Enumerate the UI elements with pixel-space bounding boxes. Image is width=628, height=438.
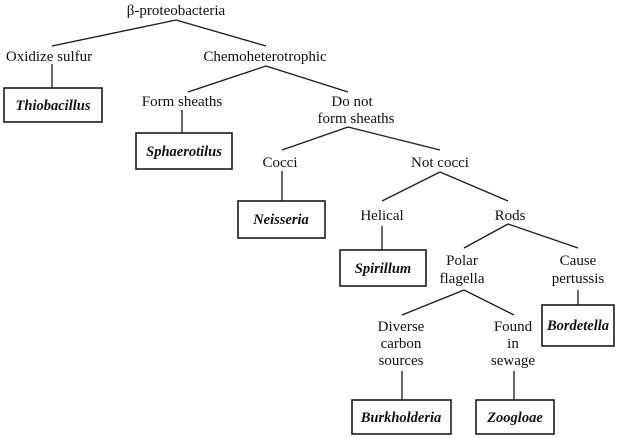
genus-burkholderia: Burkholderia (360, 410, 442, 426)
box-thiobacillus (3, 87, 103, 123)
edge-polar-diverse-carbon (401, 289, 465, 316)
genus-sphaerotilus: Sphaerotilus (146, 144, 222, 160)
edge-not-cocci-helical (381, 171, 441, 202)
genus-zoogloae: Zoogloae (486, 410, 543, 426)
node-polar-flagella-line1: Polar (446, 253, 478, 269)
genus-thiobacillus: Thiobacillus (16, 98, 91, 114)
node-found-in-sewage-line3: sewage (491, 353, 535, 369)
node-labels: β-proteobacteria Oxidize sulfur Chemohet… (6, 3, 605, 369)
node-diverse-carbon-line1: Diverse (378, 319, 425, 335)
node-rods: Rods (495, 208, 526, 224)
edge-do-not-cocci (281, 126, 349, 151)
node-chemoheterotrophic: Chemoheterotrophic (203, 49, 327, 65)
edge-rods-cause-pertussis (507, 223, 579, 249)
node-oxidize-sulfur: Oxidize sulfur (6, 49, 92, 65)
node-found-in-sewage-line1: Found (494, 319, 533, 335)
genus-spirillum: Spirillum (355, 261, 411, 277)
node-diverse-carbon-line3: sources (379, 353, 424, 369)
edge-not-cocci-rods (439, 171, 509, 202)
node-form-sheaths: Form sheaths (142, 94, 223, 110)
edge-polar-found-in-sewage (463, 289, 515, 316)
box-sphaerotilus (135, 132, 233, 170)
box-neisseria (237, 200, 326, 239)
genus-labels: Thiobacillus Sphaerotilus Neisseria Spir… (16, 98, 609, 426)
node-not-cocci: Not cocci (411, 155, 469, 171)
edge-root-oxidize-sulfur (51, 19, 177, 47)
edge-chemo-form-sheaths (187, 65, 267, 93)
node-cause-pertussis-line2: pertussis (552, 271, 605, 287)
box-spirillum (339, 249, 427, 287)
connector-lines (51, 19, 579, 400)
genus-neisseria: Neisseria (252, 212, 309, 228)
node-helical: Helical (360, 208, 403, 224)
edge-do-not-not-cocci (347, 126, 441, 151)
box-bordetella (541, 304, 615, 347)
edge-rods-polar-flagella (463, 223, 509, 249)
genus-boxes (3, 87, 615, 435)
node-found-in-sewage-line2: in (507, 336, 519, 352)
box-zoogloae (475, 399, 555, 435)
box-burkholderia (351, 399, 452, 435)
root-label: β-proteobacteria (127, 3, 226, 19)
genus-bordetella: Bordetella (546, 318, 609, 334)
node-do-not-form-sheaths-line1: Do not (331, 94, 373, 110)
edge-chemo-do-not-form-sheaths (265, 65, 349, 93)
node-polar-flagella-line2: flagella (440, 271, 485, 287)
node-cocci: Cocci (263, 155, 298, 171)
node-cause-pertussis-line1: Cause (560, 253, 597, 269)
edge-root-chemoheterotrophic (175, 19, 267, 47)
node-diverse-carbon-line2: carbon (381, 336, 422, 352)
node-do-not-form-sheaths-line2: form sheaths (317, 111, 394, 127)
